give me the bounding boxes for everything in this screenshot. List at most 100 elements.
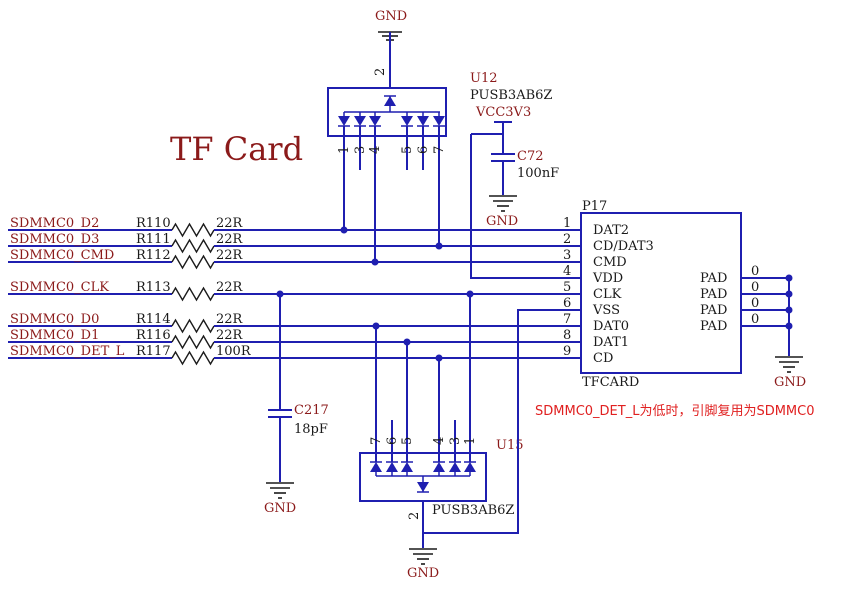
junction-dot <box>403 338 411 346</box>
p17-pin-name: CLK <box>593 287 622 302</box>
gnd-label-c217: GND <box>264 501 296 516</box>
p17-pin-number: 9 <box>563 344 571 359</box>
u15-diode-group <box>276 290 476 476</box>
u12-ref: U12 <box>470 71 498 86</box>
gnd-label-c72: GND <box>486 214 518 229</box>
net-lines: SDMMC0_D2 R110 22R SDMMC0_D3 R111 22R SDMMC0_C… <box>8 134 581 366</box>
resistor-ref: R113 <box>136 280 171 295</box>
p17-pin-name: CD/DAT3 <box>593 239 654 254</box>
p17-pad-name: PAD <box>700 303 727 318</box>
u12-pin-number: 7 <box>432 146 447 154</box>
p17-pad-number: 0 <box>751 296 759 311</box>
c217-ref: C217 <box>294 403 329 418</box>
u12-diode <box>433 116 445 126</box>
resistor-value: 100R <box>216 344 252 359</box>
gnd-symbol-c72 <box>489 195 517 212</box>
resistor-ref: R110 <box>136 216 171 231</box>
c217-capacitor <box>268 409 292 482</box>
p17-pin-name: DAT1 <box>593 335 629 350</box>
u12-pin-number: 1 <box>337 146 352 154</box>
u15-diode <box>370 462 382 472</box>
net-label: SDMMC0_CMD <box>10 248 114 263</box>
resistor-symbol <box>171 334 215 350</box>
u15-pin-number: 3 <box>448 437 463 445</box>
net-label: SDMMC0_DET_L <box>10 344 125 359</box>
resistor-ref: R112 <box>136 248 171 263</box>
u15-diode <box>386 462 398 472</box>
net-label: SDMMC0_D3 <box>10 232 99 247</box>
note-text: SDMMC0_DET_L为低时，引脚复用为SDMMC0 <box>535 403 815 419</box>
p17-pin-name: CD <box>593 351 613 366</box>
gnd-symbol-pad <box>775 356 803 373</box>
vcc-label: VCC3V3 <box>475 105 531 120</box>
u12-pin-number: 4 <box>368 146 383 154</box>
u15-pin-number: 1 <box>463 437 478 445</box>
resistor-symbol <box>171 350 215 366</box>
resistor-ref: R117 <box>136 344 171 359</box>
u15-part: PUSB3AB6Z <box>432 503 514 518</box>
p17-pad-number: 0 <box>751 312 759 327</box>
c72-ref: C72 <box>517 149 544 164</box>
resistor-ref: R116 <box>136 328 171 343</box>
u12-diode <box>417 116 429 126</box>
u12-internal <box>344 95 440 113</box>
p17-pin-number: 8 <box>563 328 571 343</box>
gnd-label-pad: GND <box>774 375 806 390</box>
u12-diode <box>401 116 413 126</box>
resistor-symbol <box>171 238 215 254</box>
p17-pin-name: VSS <box>592 303 620 318</box>
net-label: SDMMC0_CLK <box>10 280 109 295</box>
resistor-value: 22R <box>216 280 244 295</box>
resistor-value: 22R <box>216 312 244 327</box>
u15-ref: U15 <box>496 438 524 453</box>
u15-diode <box>401 462 413 472</box>
junction-dot <box>435 354 443 362</box>
u12-pin-number: 3 <box>353 146 368 154</box>
u15-pin-number: 4 <box>432 437 447 445</box>
junction-dot <box>276 290 284 298</box>
net-label: SDMMC0_D0 <box>10 312 99 327</box>
p17-pin-name: DAT0 <box>593 319 629 334</box>
vdd-wire <box>470 134 581 279</box>
schematic-title: TF Card <box>170 130 303 168</box>
gnd-symbol-c217 <box>266 482 294 499</box>
u12-diode <box>369 116 381 126</box>
u15-internal <box>376 475 470 493</box>
u15-diode <box>433 462 445 472</box>
u12-gnd-pin: 2 <box>373 68 388 76</box>
gnd-symbol-u15 <box>409 548 437 565</box>
resistor-ref: R111 <box>136 232 171 247</box>
junction-dot <box>466 290 474 298</box>
u15-diode <box>464 462 476 472</box>
junction-dot <box>372 322 380 330</box>
c72-capacitor <box>491 153 515 195</box>
p17-pad-name: PAD <box>700 319 727 334</box>
p17-pad-name: PAD <box>700 271 727 286</box>
p17-pin-number: 4 <box>563 264 571 279</box>
u12-pin-number: 5 <box>400 146 415 154</box>
u12-body <box>327 87 447 137</box>
net-label: SDMMC0_D2 <box>10 216 99 231</box>
resistor-symbol <box>171 286 215 302</box>
gnd-label-u15: GND <box>407 566 439 581</box>
resistor-value: 22R <box>216 328 244 343</box>
resistor-value: 22R <box>216 232 244 247</box>
u15-gnd-pin: 2 <box>407 512 422 520</box>
gnd-symbol-top: GND <box>375 9 407 88</box>
resistor-value: 22R <box>216 248 244 263</box>
p17-pin-name: VDD <box>592 271 623 286</box>
u15-pin-number: 7 <box>369 437 384 445</box>
p17-name: TFCARD <box>582 375 639 390</box>
resistor-symbol <box>171 222 215 238</box>
p17-pin-name: CMD <box>593 255 627 270</box>
u12-part: PUSB3AB6Z <box>470 88 552 103</box>
u12-pin-number: 6 <box>416 146 431 154</box>
c217-value: 18pF <box>294 422 328 437</box>
u12-diode <box>338 116 350 126</box>
net-label: SDMMC0_D1 <box>10 328 99 343</box>
